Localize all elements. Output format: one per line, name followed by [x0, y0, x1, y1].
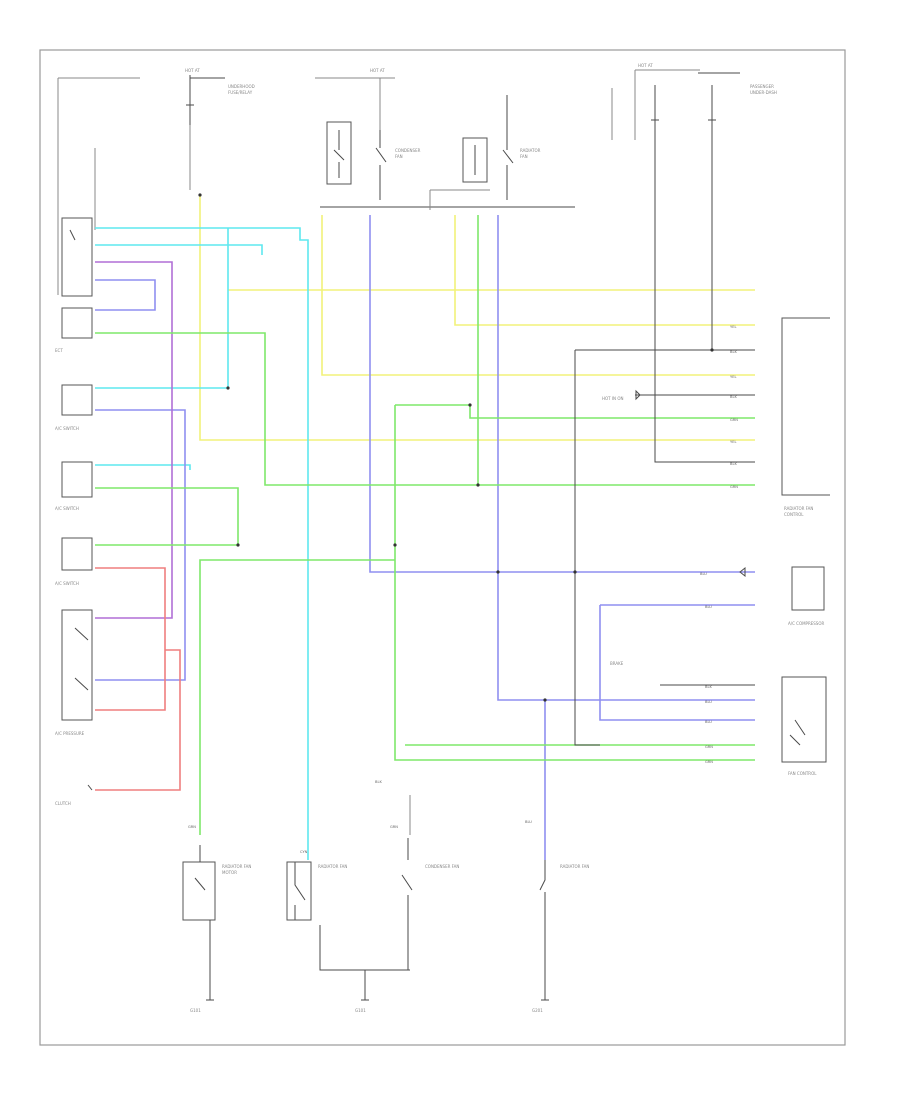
svg-text:RADIATOR FAN: RADIATOR FAN — [318, 864, 347, 869]
svg-text:BLK: BLK — [375, 780, 382, 784]
svg-text:HOT AT: HOT AT — [370, 68, 385, 73]
svg-text:CONDENSER FAN: CONDENSER FAN — [425, 864, 459, 869]
svg-text:CONTROL: CONTROL — [784, 512, 804, 517]
wire-red — [95, 567, 181, 791]
svg-text:HOT IN ON: HOT IN ON — [602, 396, 623, 401]
svg-text:UNDERHOOD: UNDERHOOD — [228, 84, 255, 89]
svg-text:BLK: BLK — [705, 685, 712, 689]
wire-purple — [95, 261, 173, 619]
svg-text:CYN: CYN — [300, 850, 308, 854]
svg-text:GRN: GRN — [705, 760, 713, 764]
svg-text:BLK: BLK — [730, 395, 737, 399]
svg-text:BLU: BLU — [525, 820, 532, 824]
wire-yellow — [199, 195, 755, 441]
svg-text:GRN: GRN — [705, 745, 713, 749]
svg-text:CONDENSER: CONDENSER — [395, 148, 421, 153]
svg-text:G101: G101 — [355, 1008, 366, 1013]
svg-text:HOT AT: HOT AT — [185, 68, 200, 73]
svg-text:PASSENGER: PASSENGER — [750, 84, 774, 89]
svg-text:FUSE/RELAY: FUSE/RELAY — [228, 90, 253, 95]
svg-text:ECT: ECT — [55, 348, 63, 353]
compressor-relay — [791, 566, 825, 611]
svg-text:BLK: BLK — [730, 462, 737, 466]
relay-box-2 — [462, 137, 488, 183]
svg-text:RADIATOR FAN: RADIATOR FAN — [560, 864, 589, 869]
fan-control-unit — [781, 676, 827, 763]
svg-text:GRN: GRN — [188, 825, 196, 829]
svg-text:GRN: GRN — [730, 485, 738, 489]
svg-text:FAN: FAN — [520, 154, 528, 159]
wire-blue — [95, 215, 755, 860]
svg-text:YEL: YEL — [730, 375, 736, 379]
svg-text:YEL: YEL — [730, 325, 736, 329]
wire-cyan — [95, 227, 309, 860]
svg-text:RADIATOR FAN: RADIATOR FAN — [222, 864, 251, 869]
svg-text:GRN: GRN — [730, 418, 738, 422]
svg-text:BLU: BLU — [700, 572, 707, 576]
svg-text:A/C PRESSURE: A/C PRESSURE — [55, 731, 85, 736]
svg-text:BRAKE: BRAKE — [610, 661, 624, 666]
svg-text:MOTOR: MOTOR — [222, 870, 237, 875]
svg-text:BLU: BLU — [705, 605, 712, 609]
svg-text:A/C SWITCH: A/C SWITCH — [55, 506, 79, 511]
svg-text:RADIATOR FAN: RADIATOR FAN — [784, 506, 813, 511]
diagram-frame — [39, 49, 846, 1046]
svg-text:A/C COMPRESSOR: A/C COMPRESSOR — [788, 621, 824, 626]
bottom-components: RADIATOR FAN MOTOR RADIATOR FAN CONDENSE… — [182, 780, 589, 1013]
svg-text:GRN: GRN — [390, 825, 398, 829]
svg-text:YEL: YEL — [730, 440, 736, 444]
svg-text:RADIATOR: RADIATOR — [520, 148, 541, 153]
svg-text:BLK: BLK — [730, 350, 737, 354]
svg-text:G201: G201 — [532, 1008, 543, 1013]
svg-text:FAN CONTROL: FAN CONTROL — [788, 771, 817, 776]
pressure-switch-box — [61, 609, 93, 721]
top-relay-section: HOT AT HOT AT HOT AT UNDERHOOD FUSE/RELA… — [57, 63, 777, 295]
svg-text:FAN: FAN — [395, 154, 403, 159]
wire-green — [95, 215, 755, 835]
svg-text:UNDER-DASH: UNDER-DASH — [750, 90, 777, 95]
right-components: RADIATOR FAN CONTROL A/C COMPRESSOR FAN … — [602, 317, 830, 776]
svg-text:BLU: BLU — [705, 700, 712, 704]
motor-box-2 — [286, 861, 312, 921]
colored-wires — [95, 175, 755, 860]
motor-box-1 — [182, 861, 216, 921]
left-components: ECT A/C SWITCH A/C SWITCH A/C SWITCH A/C… — [55, 217, 93, 806]
svg-text:CLUTCH: CLUTCH — [55, 801, 71, 806]
svg-text:HOT AT: HOT AT — [638, 63, 653, 68]
relay-box-1 — [326, 121, 352, 185]
fan-control-module — [781, 317, 830, 496]
svg-text:A/C SWITCH: A/C SWITCH — [55, 581, 79, 586]
svg-text:A/C SWITCH: A/C SWITCH — [55, 426, 79, 431]
splice-dots — [198, 193, 714, 702]
svg-text:G101: G101 — [190, 1008, 201, 1013]
svg-text:BLU: BLU — [705, 720, 712, 724]
